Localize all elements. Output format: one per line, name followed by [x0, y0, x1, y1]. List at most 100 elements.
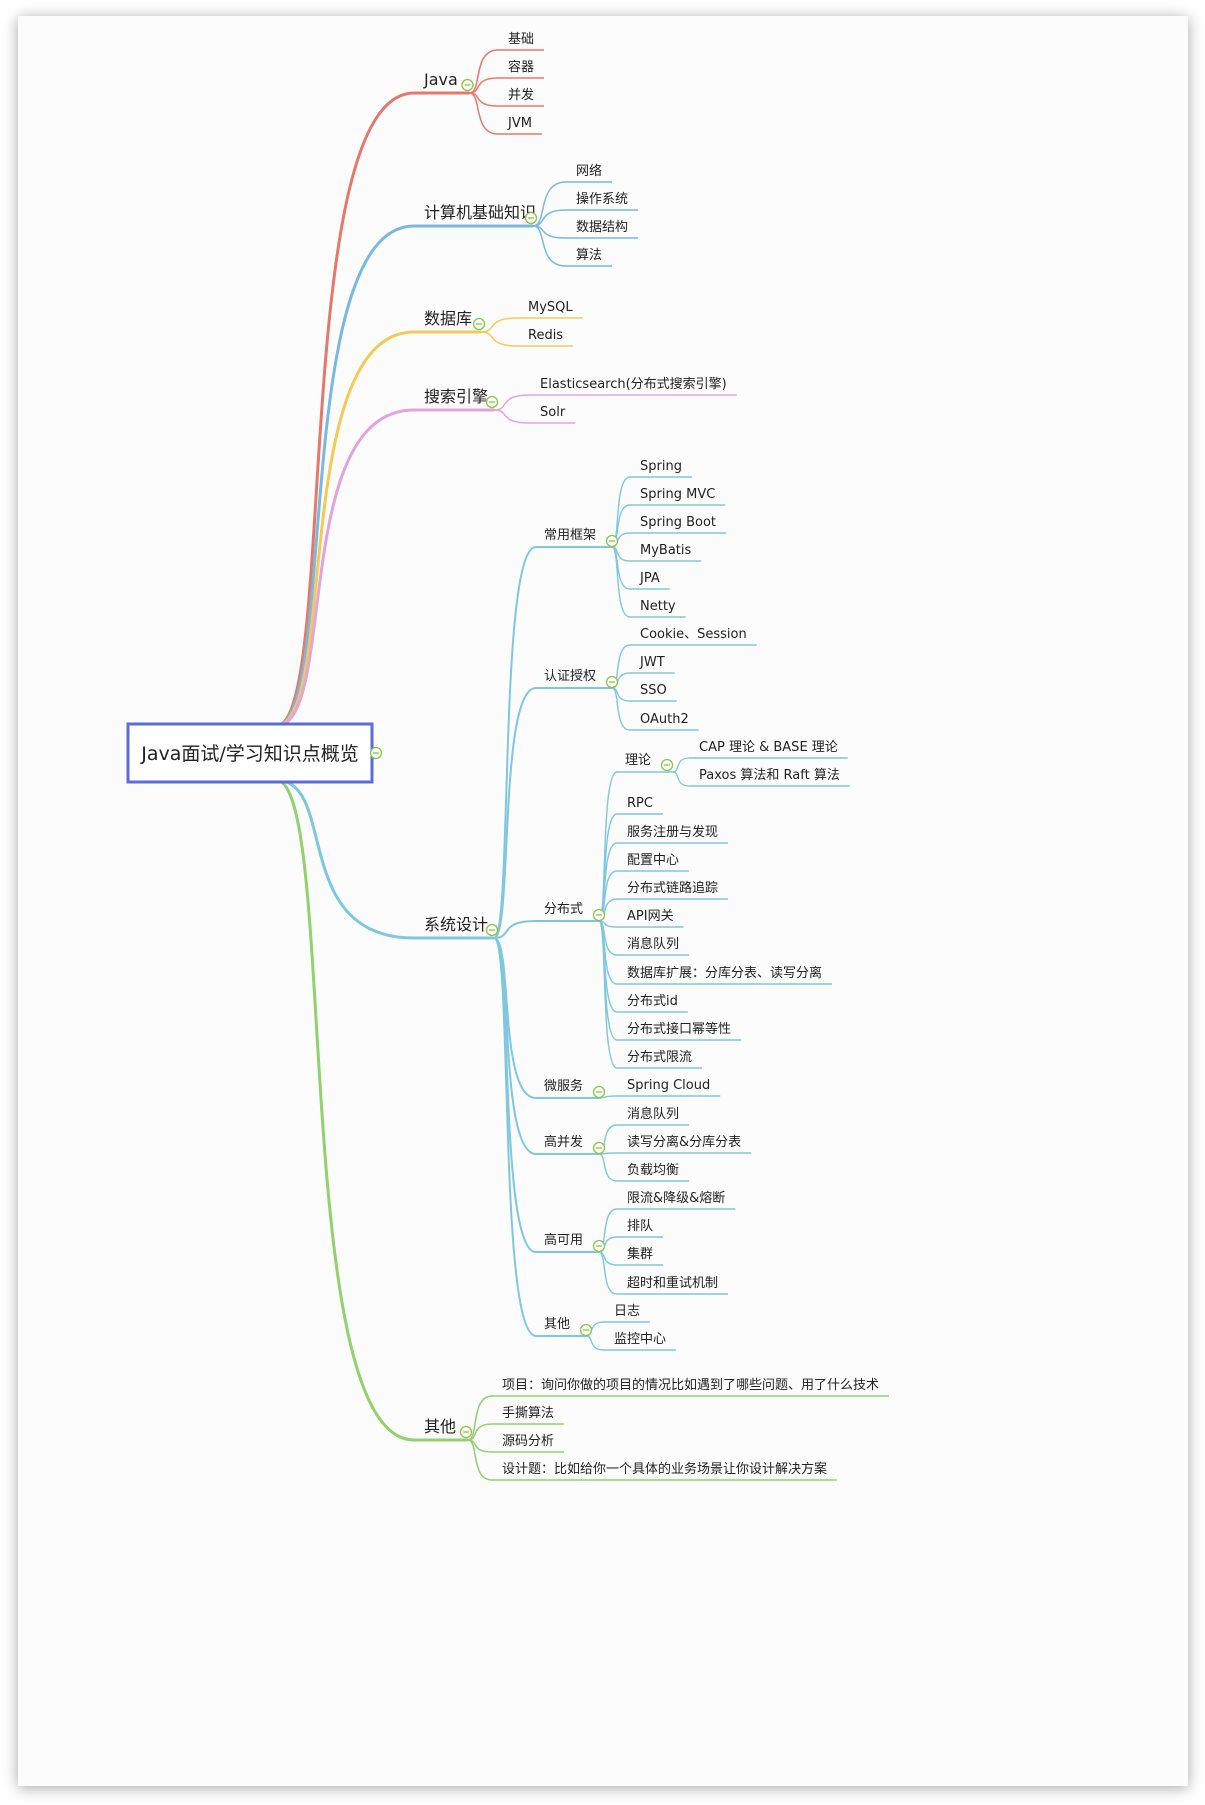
- topic-label[interactable]: Elasticsearch(分布式搜索引擎): [540, 377, 727, 392]
- connector-line: [274, 778, 416, 940]
- topic-label[interactable]: 并发: [508, 87, 534, 103]
- topic-label[interactable]: 消息队列: [627, 1106, 679, 1122]
- branch-label[interactable]: 系统设计: [424, 915, 488, 934]
- topic-label[interactable]: 集群: [627, 1246, 653, 1262]
- connector-line: [493, 937, 537, 1253]
- topic-label[interactable]: Redis: [528, 328, 563, 343]
- topic-label[interactable]: 超时和重试机制: [627, 1275, 718, 1291]
- topic-label[interactable]: 其他: [544, 1317, 570, 1332]
- topic-label[interactable]: 源码分析: [502, 1434, 554, 1449]
- collapse-icon[interactable]: [592, 908, 606, 922]
- topic-label[interactable]: 数据库扩展：分库分表、读写分离: [627, 965, 822, 981]
- topic-label[interactable]: MySQL: [528, 300, 573, 315]
- topic-label[interactable]: RPC: [627, 796, 653, 811]
- topic-label[interactable]: 配置中心: [627, 853, 679, 868]
- collapse-icon[interactable]: [369, 746, 383, 760]
- topic-label[interactable]: Solr: [540, 405, 566, 420]
- connector-line: [468, 49, 499, 94]
- topic-label[interactable]: 分布式: [544, 902, 583, 917]
- branch-label[interactable]: Java: [423, 70, 458, 89]
- topic-label[interactable]: Spring Boot: [640, 515, 716, 530]
- topic-label[interactable]: 基础: [508, 32, 534, 47]
- topic-label[interactable]: SSO: [640, 683, 667, 698]
- collapse-icon[interactable]: [660, 758, 674, 772]
- connector-line: [274, 330, 416, 728]
- connector-line: [467, 1439, 493, 1481]
- connector-line: [480, 331, 519, 347]
- branch-label[interactable]: 搜索引擎: [424, 387, 488, 406]
- topic-label[interactable]: 微服务: [544, 1078, 583, 1094]
- topic-label[interactable]: JPA: [639, 571, 660, 586]
- topic-label[interactable]: CAP 理论 & BASE 理论: [699, 740, 838, 755]
- topic-label[interactable]: 负载均衡: [627, 1163, 679, 1178]
- topic-label[interactable]: 读写分离&分库分表: [627, 1134, 741, 1150]
- collapse-icon[interactable]: [524, 211, 538, 225]
- collapse-icon[interactable]: [461, 78, 474, 92]
- topic-label[interactable]: 数据结构: [576, 220, 628, 235]
- collapse-icon[interactable]: [579, 1323, 593, 1337]
- topic-label[interactable]: JWT: [639, 655, 665, 670]
- topic-label[interactable]: 分布式id: [627, 994, 678, 1009]
- topic-label[interactable]: 网络: [576, 163, 602, 179]
- topic-label[interactable]: 服务注册与发现: [627, 824, 718, 840]
- topic-label[interactable]: 算法: [576, 248, 602, 263]
- connector-line: [467, 1395, 493, 1441]
- topic-label[interactable]: Spring MVC: [640, 487, 715, 502]
- topic-label[interactable]: OAuth2: [640, 712, 689, 727]
- collapse-icon[interactable]: [459, 1425, 473, 1439]
- connector-line: [493, 920, 537, 939]
- branch-label[interactable]: 其他: [424, 1417, 456, 1436]
- connector-line: [611, 546, 631, 618]
- topic-label[interactable]: 限流&降级&熔断: [627, 1191, 725, 1206]
- topic-label[interactable]: 认证授权: [544, 668, 596, 684]
- topic-label[interactable]: 消息队列: [627, 936, 679, 952]
- topic-label[interactable]: Netty: [640, 599, 676, 614]
- topic-label[interactable]: Cookie、Session: [640, 627, 747, 642]
- topic-label[interactable]: Spring Cloud: [627, 1078, 710, 1093]
- topic-label[interactable]: 项目：询问你做的项目的情况比如遇到了哪些问题、用了什么技术: [502, 1377, 879, 1393]
- connector-line: [611, 687, 631, 731]
- topic-label[interactable]: 理论: [625, 753, 651, 768]
- topic-label[interactable]: 分布式接口幂等性: [627, 1021, 731, 1037]
- connector-line: [598, 920, 618, 1041]
- topic-label[interactable]: 排队: [627, 1219, 653, 1234]
- topic-label[interactable]: API网关: [627, 909, 674, 924]
- connector-line: [274, 778, 416, 1442]
- topic-label[interactable]: 日志: [614, 1304, 640, 1319]
- collapse-icon[interactable]: [472, 317, 486, 331]
- topic-label[interactable]: 操作系统: [576, 191, 628, 207]
- connector-line: [532, 225, 567, 267]
- topic-label[interactable]: 高可用: [544, 1232, 583, 1248]
- connector-line: [598, 920, 618, 1069]
- connector-line: [672, 757, 690, 773]
- collapse-icon[interactable]: [485, 395, 499, 409]
- topic-label[interactable]: 分布式限流: [627, 1050, 692, 1065]
- topic-label[interactable]: 高并发: [544, 1134, 583, 1150]
- collapse-icon[interactable]: [592, 1085, 606, 1099]
- topic-label[interactable]: Paxos 算法和 Raft 算法: [699, 768, 840, 783]
- connector-line: [493, 937, 537, 1155]
- collapse-icon[interactable]: [605, 675, 619, 689]
- branch-label[interactable]: 计算机基础知识: [424, 203, 536, 222]
- topic-label[interactable]: 分布式链路追踪: [627, 880, 718, 896]
- topic-label[interactable]: MyBatis: [640, 543, 692, 558]
- connector-line: [274, 408, 416, 728]
- topic-label[interactable]: 设计题：比如给你一个具体的业务场景让你设计解决方案: [502, 1461, 827, 1477]
- collapse-icon[interactable]: [592, 1239, 606, 1253]
- topic-label[interactable]: 手撕算法: [502, 1406, 554, 1421]
- topic-label[interactable]: 监控中心: [614, 1332, 666, 1347]
- branch-label[interactable]: 数据库: [424, 309, 472, 328]
- collapse-icon[interactable]: [605, 534, 619, 548]
- root-title: Java面试/学习知识点概览: [140, 743, 359, 765]
- topic-label[interactable]: 常用框架: [544, 528, 596, 543]
- connector-line: [585, 1335, 605, 1351]
- topic-label[interactable]: JVM: [507, 116, 532, 131]
- collapse-icon[interactable]: [485, 923, 499, 937]
- connector-line: [598, 1153, 618, 1182]
- connector-line: [598, 1095, 618, 1099]
- connector-line: [493, 937, 537, 1337]
- topic-label[interactable]: Spring: [640, 459, 682, 474]
- topic-label[interactable]: 容器: [508, 59, 534, 75]
- collapse-icon[interactable]: [592, 1141, 606, 1155]
